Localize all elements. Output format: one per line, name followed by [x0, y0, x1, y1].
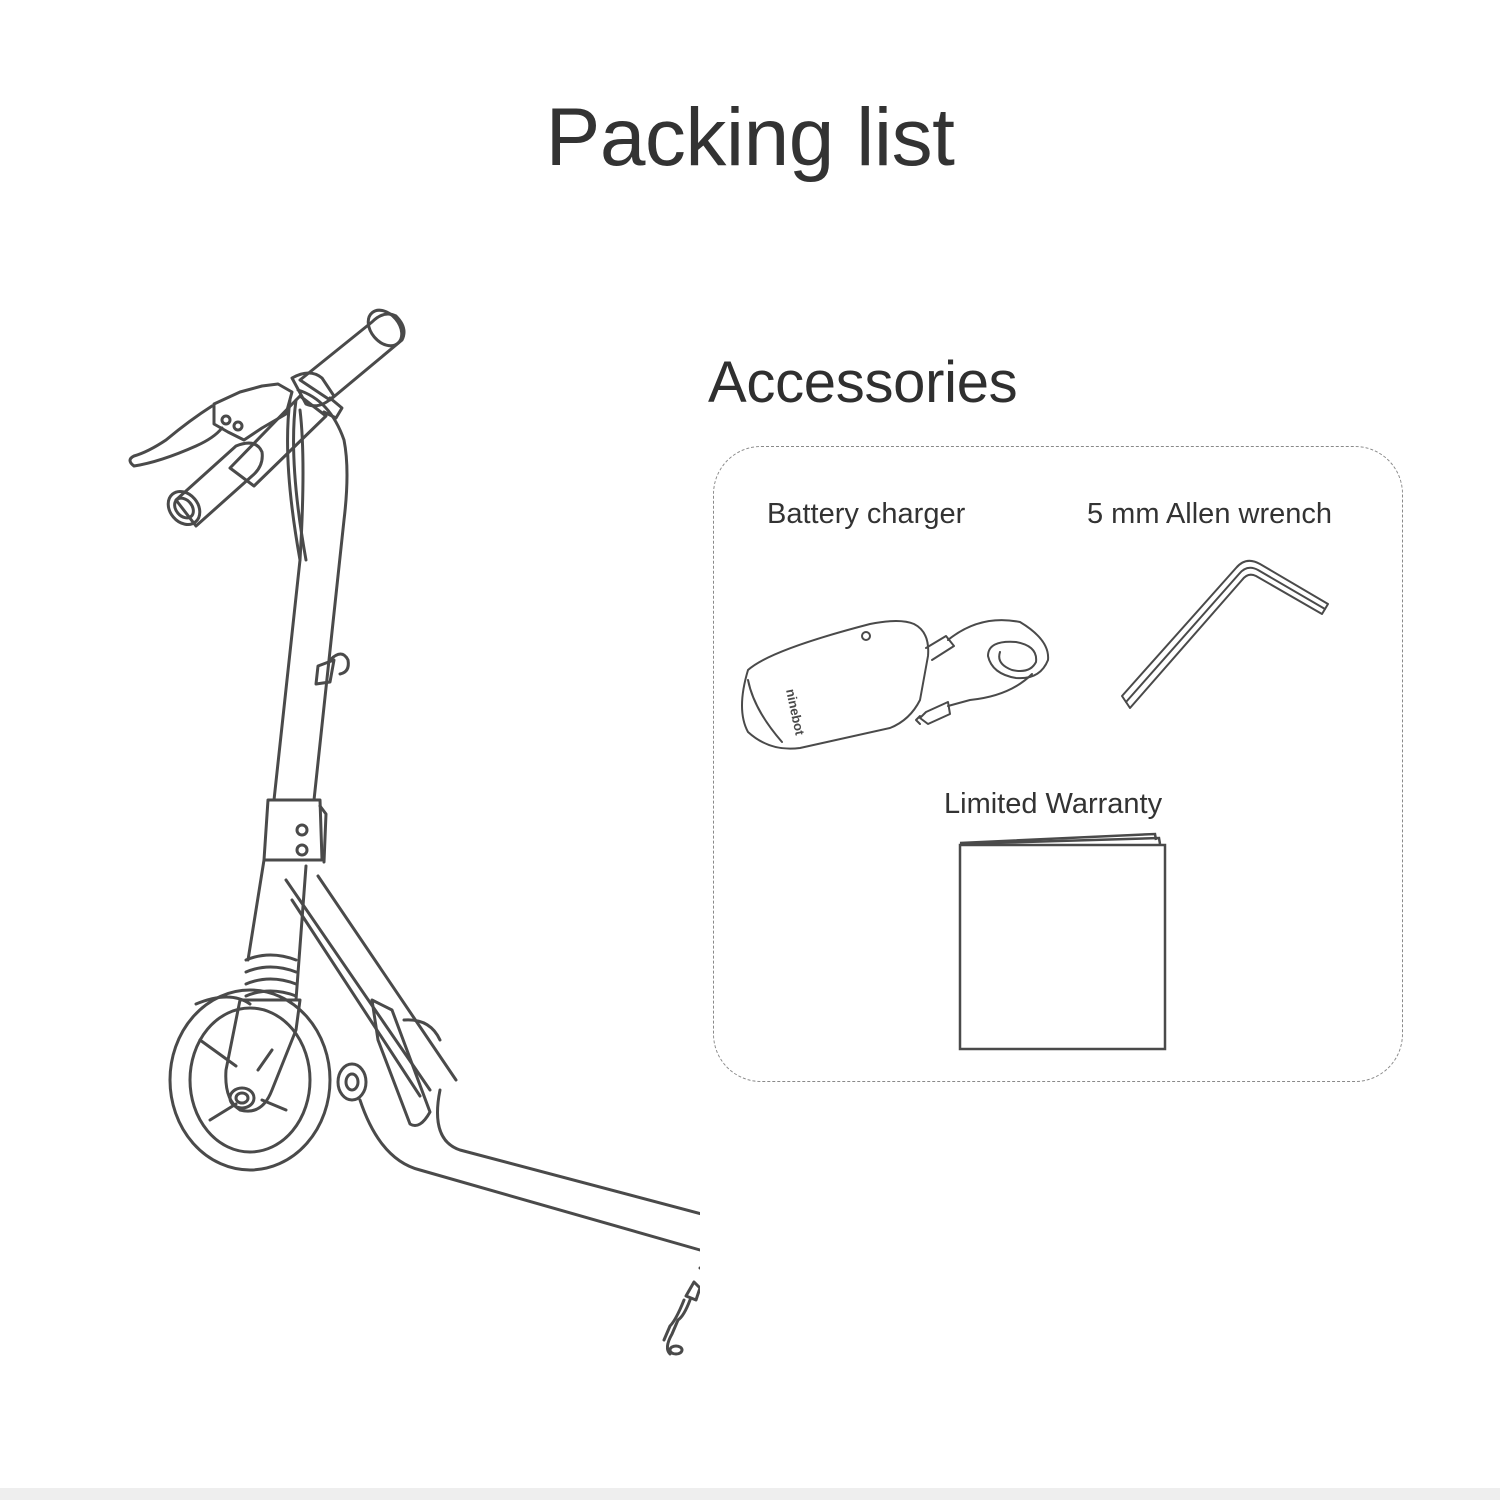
scooter-icon: [128, 308, 700, 1356]
page-title: Packing list: [545, 92, 955, 183]
bottom-band: [0, 1488, 1500, 1500]
allen-wrench-icon: [1121, 559, 1329, 709]
battery-charger-label: Battery charger: [767, 498, 966, 530]
allen-wrench-label: 5 mm Allen wrench: [1087, 498, 1332, 530]
booklet-icon: [958, 832, 1167, 1051]
battery-charger-icon: ninebot: [741, 619, 1050, 750]
accessories-title: Accessories: [708, 350, 1018, 415]
limited-warranty-label: Limited Warranty: [944, 788, 1163, 820]
svg-text:ninebot: ninebot: [783, 688, 808, 738]
accessories-box: [713, 446, 1403, 1082]
